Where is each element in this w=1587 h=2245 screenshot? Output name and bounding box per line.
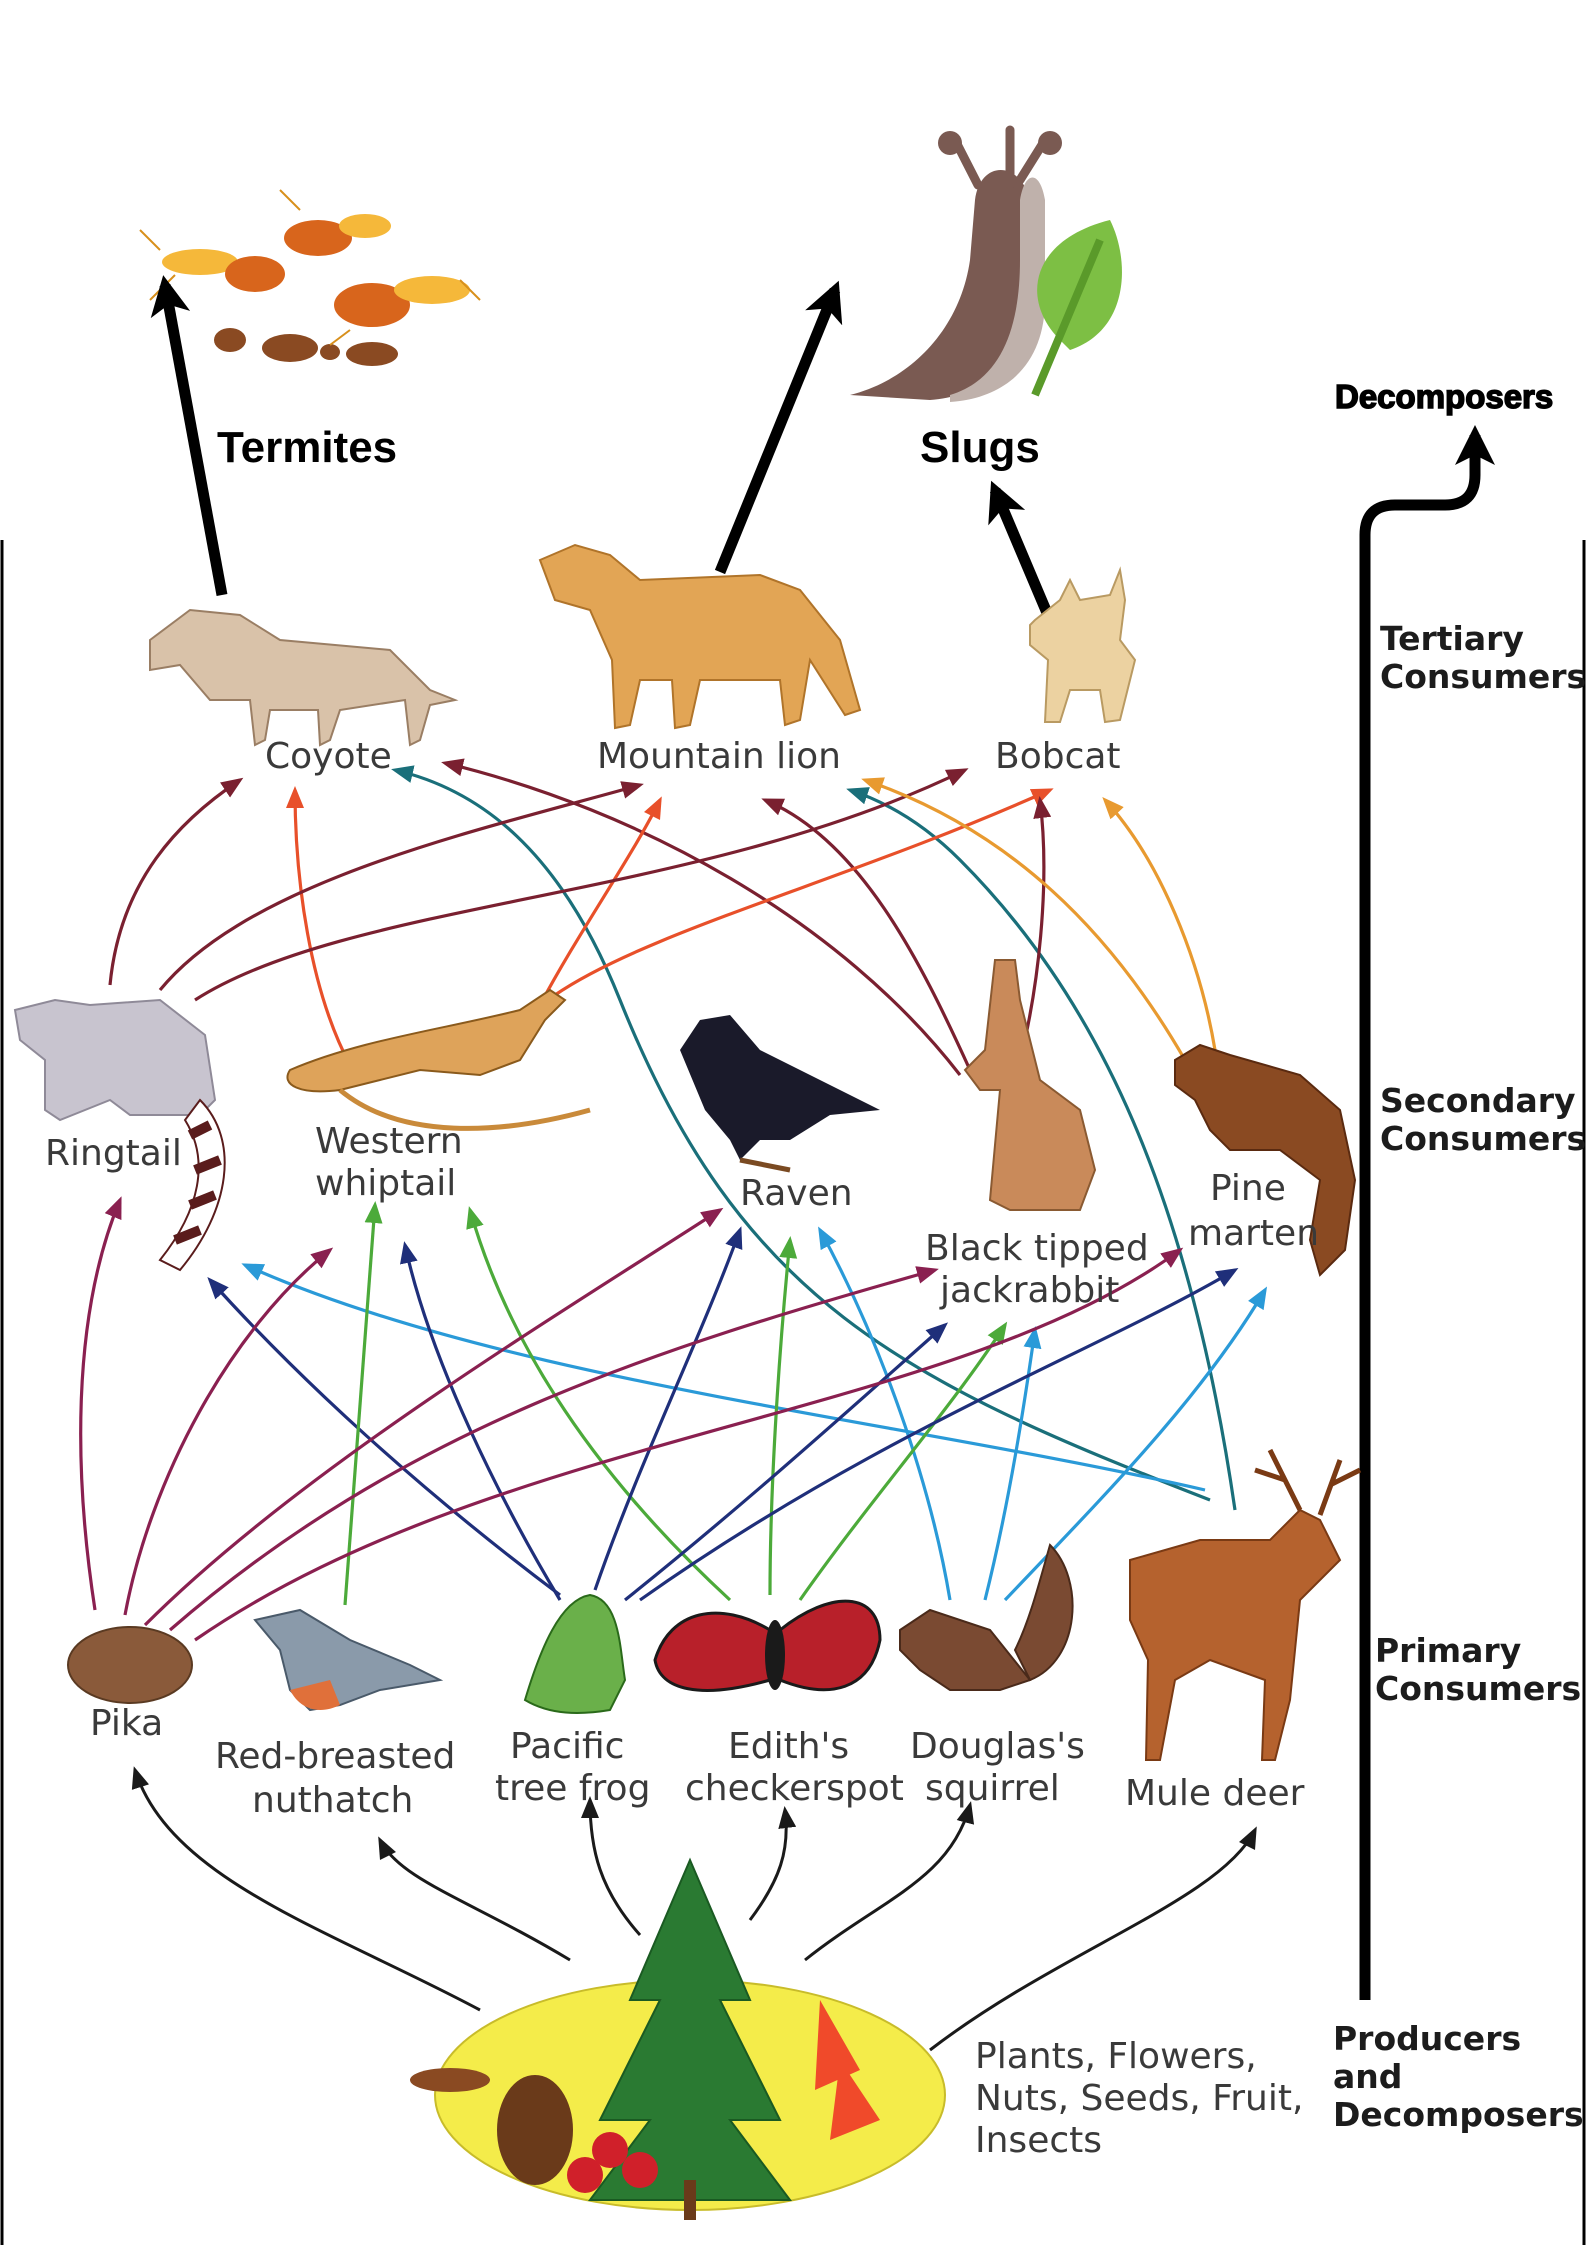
coyote-illustration	[149, 608, 459, 747]
nuthatch-label-1: Red-breasted	[215, 1736, 455, 1777]
nuthatch-illustration	[253, 1608, 444, 1712]
bobcat-illustration	[1029, 566, 1137, 724]
pine-marten-label-2: marten	[1188, 1213, 1319, 1254]
pika-illustration	[67, 1626, 193, 1704]
squirrel-illustration	[899, 1543, 1074, 1691]
tree-frog-label-2: tree frog	[495, 1768, 650, 1809]
producers-label-3: Insects	[975, 2120, 1102, 2161]
raven-illustration	[680, 1015, 880, 1173]
coyote-label: Coyote	[265, 736, 392, 777]
checkerspot-illustration	[653, 1599, 882, 1692]
slugs-label: Slugs	[920, 423, 1040, 472]
tree-frog-illustration	[523, 1593, 627, 1714]
nuthatch-label-2: nuthatch	[252, 1780, 413, 1821]
pine-marten-label-1: Pine	[1210, 1168, 1286, 1209]
termites-label: Termites	[217, 423, 397, 472]
tertiary-level-label-1: Tertiary	[1380, 619, 1524, 658]
producer-arrows	[131, 1766, 1257, 2052]
mule-deer-illustration	[1129, 1448, 1362, 1761]
lion-to-slugs-arrow	[714, 280, 843, 575]
pine-marten-illustration	[1174, 1043, 1357, 1277]
mountain-lion-illustration	[538, 543, 862, 730]
checkerspot-label-2: checkerspot	[685, 1768, 904, 1809]
tertiary-level-label-2: Consumers	[1380, 657, 1586, 696]
producers-illustration	[410, 1857, 880, 2220]
coyote-to-termites-arrow	[150, 275, 228, 596]
bobcat-to-slugs-arrow	[988, 480, 1056, 623]
primary-level-label-2: Consumers	[1375, 1669, 1581, 1708]
trophic-level-arrow	[1359, 425, 1495, 2000]
tree-frog-label-1: Pacific	[510, 1726, 624, 1767]
primary-level-label-1: Primary	[1375, 1631, 1521, 1670]
producers-level-label-2: and	[1333, 2057, 1402, 2096]
squirrel-label-2: squirrel	[925, 1768, 1060, 1809]
feeding-arrows	[79, 758, 1268, 1642]
jackrabbit-label-2: jackrabbit	[939, 1270, 1119, 1311]
mountain-lion-label: Mountain lion	[597, 736, 841, 777]
producers-level-label-3: Decomposers	[1333, 2095, 1584, 2134]
producers-level-label-1: Producers	[1333, 2019, 1521, 2058]
secondary-level-label-2: Consumers	[1380, 1119, 1586, 1158]
producers-label-2: Nuts, Seeds, Fruit,	[975, 2078, 1303, 2119]
ringtail-illustration	[13, 998, 226, 1272]
termites-illustration	[139, 189, 481, 366]
raven-label: Raven	[740, 1173, 853, 1214]
slug-illustration	[850, 125, 1122, 402]
producers-label-1: Plants, Flowers,	[975, 2036, 1257, 2077]
jackrabbit-label-1: Black tipped	[925, 1228, 1149, 1269]
pika-label: Pika	[90, 1703, 163, 1744]
western-whiptail-illustration	[286, 988, 591, 1131]
mule-deer-label: Mule deer	[1125, 1773, 1305, 1814]
decomposers-top-label: Decomposers	[1335, 378, 1553, 415]
ringtail-label: Ringtail	[45, 1133, 182, 1174]
secondary-level-label-1: Secondary	[1380, 1081, 1576, 1120]
jackrabbit-illustration	[963, 959, 1097, 1211]
checkerspot-label-1: Edith's	[728, 1726, 849, 1767]
western-whiptail-label-1: Western	[315, 1121, 463, 1162]
western-whiptail-label-2: whiptail	[315, 1163, 456, 1204]
bobcat-label: Bobcat	[995, 736, 1121, 777]
squirrel-label-1: Douglas's	[910, 1726, 1085, 1767]
